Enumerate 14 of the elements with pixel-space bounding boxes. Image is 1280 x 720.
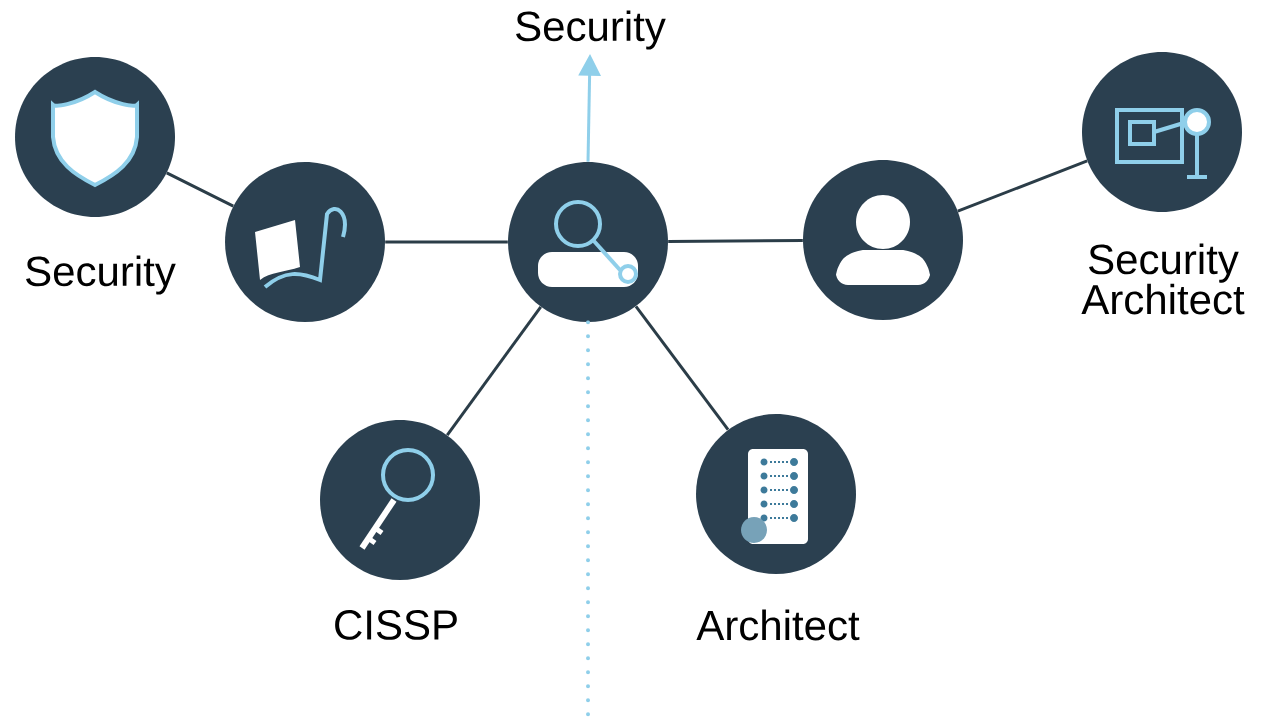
node-caption: Architect — [696, 609, 860, 641]
node-caption: Security — [26, 255, 176, 295]
connector-line — [385, 240, 508, 244]
title-text: Security — [516, 10, 666, 50]
connector-line — [957, 159, 1088, 213]
node-caption: CISSP — [335, 610, 457, 640]
connector-line — [166, 171, 234, 208]
node-caption: Security Architect — [1081, 243, 1245, 315]
icon-circle — [320, 420, 480, 580]
icon-circle — [1082, 52, 1242, 212]
connector-line — [634, 305, 730, 431]
connector-line — [446, 305, 542, 437]
connector-line — [668, 239, 803, 243]
icon-circle — [225, 162, 385, 322]
